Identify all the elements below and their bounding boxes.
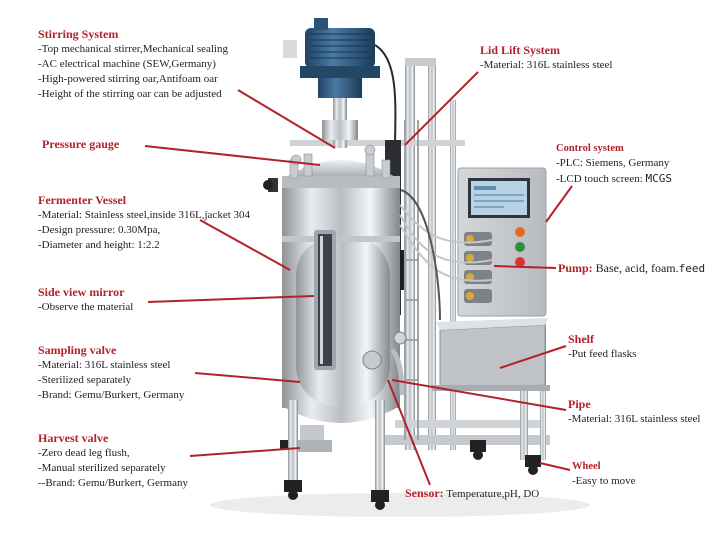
harvest-line: -Manual sterilized separately: [38, 462, 166, 474]
side-view-mirror-title: Side view mirror: [38, 285, 125, 299]
stirring-line: -High-powered stirring oar,Antifoam oar: [38, 73, 218, 85]
sensor-leader: [387, 379, 431, 486]
pipe-leader: [391, 379, 567, 411]
harvest-valve-callout: Harvest valve -Zero dead leg flush, -Man…: [38, 431, 188, 491]
shelf-leader: [499, 345, 567, 369]
sampling-line: -Material: 316L stainless steel: [38, 359, 171, 371]
pump-leader: [493, 265, 557, 269]
stirring-system-callout: Stirring System -Top mechanical stirrer,…: [38, 27, 228, 102]
wheel-line: -Easy to move: [572, 475, 636, 487]
shelf-line: -Put feed flasks: [568, 348, 637, 360]
shelf-title: Shelf: [568, 332, 595, 346]
pipe-title: Pipe: [568, 397, 591, 411]
control-mono: MCGS: [645, 172, 673, 185]
sampling-leader: [194, 372, 301, 383]
vessel-line: -Material: Stainless steel,inside 316L,j…: [38, 209, 251, 221]
stirring-line: -Top mechanical stirrer,Mechanical seali…: [38, 43, 228, 55]
harvest-line: --Brand: Gemu/Burkert, Germany: [38, 477, 188, 489]
sensor-text: Temperature,pH, DO: [443, 488, 540, 500]
harvest-valve: [280, 425, 332, 452]
sampling-line: -Sterilized separately: [38, 374, 132, 386]
vessel-line: -Diameter and height: 1:2.2: [38, 239, 160, 251]
shelf: [432, 318, 550, 391]
mirror-line: -Observe the material: [38, 301, 134, 313]
wheel-title: Wheel: [572, 461, 601, 472]
ladder: [404, 120, 419, 440]
pressure-leader: [144, 145, 321, 166]
sensor-title: Sensor:: [405, 486, 444, 500]
lid-lift-title: Lid Lift System: [480, 43, 561, 57]
control-leader: [545, 185, 573, 223]
sampling-valve-callout: Sampling valve -Material: 316L stainless…: [38, 343, 184, 403]
pipe-callout: Pipe -Material: 316L stainless steel: [568, 397, 700, 427]
pipe-line: -Material: 316L stainless steel: [568, 413, 701, 425]
fermenter-vessel-callout: Fermenter Vessel -Material: Stainless st…: [38, 193, 250, 253]
lid-lift-callout: Lid Lift System -Material: 316L stainles…: [480, 43, 612, 73]
sensor-callout: Sensor: Temperature,pH, DO: [405, 486, 539, 502]
wheel-leader: [539, 462, 571, 471]
pump-title: Pump:: [558, 261, 593, 275]
pump-text: Base, acid, foam.: [592, 261, 679, 275]
pressure-gauge-title: Pressure gauge: [42, 137, 120, 151]
control-system-title: Control system: [556, 143, 624, 154]
sampling-line: -Brand: Gemu/Burkert, Germany: [38, 389, 185, 401]
mirror-leader: [147, 295, 315, 303]
stirring-system-title: Stirring System: [38, 27, 119, 41]
sampling-valve-title: Sampling valve: [38, 343, 117, 357]
control-system-callout: Control system -PLC: Siemens, Germany -L…: [556, 141, 672, 187]
stirring-leader: [237, 89, 336, 149]
wheel-callout: Wheel -Easy to move: [572, 459, 636, 489]
vessel-leader: [199, 219, 291, 271]
vessel-line: -Design pressure: 0.30Mpa,: [38, 224, 161, 236]
harvest-valve-title: Harvest valve: [38, 431, 109, 445]
pump-mono: feed: [678, 262, 706, 275]
stirring-line: -AC electrical machine (SEW,Germany): [38, 58, 216, 70]
harvest-leader: [189, 447, 301, 457]
side-view-mirror-callout: Side view mirror -Observe the material: [38, 285, 133, 315]
control-line: -PLC: Siemens, Germany: [556, 157, 670, 169]
shelf-callout: Shelf -Put feed flasks: [568, 332, 636, 362]
motor: [300, 18, 397, 151]
lid-leader: [404, 71, 479, 146]
control-line: -LCD touch screen:: [556, 173, 646, 185]
fermenter-vessel-title: Fermenter Vessel: [38, 193, 127, 207]
pump-callout: Pump: Base, acid, foam.feed: [558, 261, 705, 276]
stirring-line: -Height of the stirring oar can be adjus…: [38, 88, 222, 100]
pressure-gauge-callout: Pressure gauge: [42, 137, 119, 152]
lid-line: -Material: 316L stainless steel: [480, 59, 613, 71]
harvest-line: -Zero dead leg flush,: [38, 447, 130, 459]
